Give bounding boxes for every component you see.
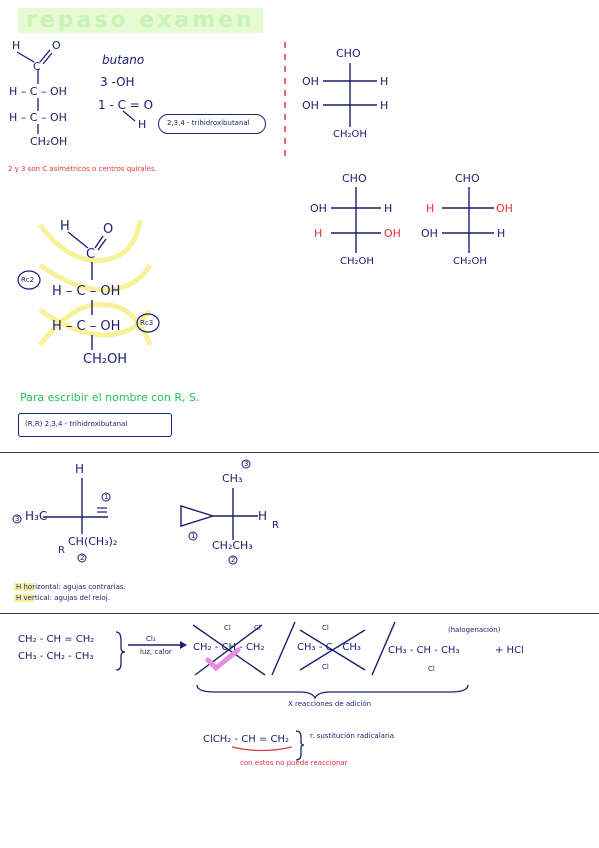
product-crossed-1: CH₂ - CH - CH₂ [193,642,265,653]
fischer2-bottom: CH₂OH [340,256,374,267]
fischer3-r2: H [497,227,506,240]
mid-h: H [60,219,70,234]
name-line-3oh: 3 -OH [100,75,135,89]
mid-o: O [103,222,114,237]
name-box: (R,R) 2,3,4 - trihidroxibutanal [18,413,172,437]
stereo-left-bottom: CH(CH₃)₂ [68,535,118,548]
stereo-right-n3: 3 [244,460,249,468]
stereo-right-bottom: CH₂CH₃ [212,539,253,552]
red-note: con estos no puede reaccionar [240,759,348,767]
page-title: repaso examen [18,8,263,33]
p2-cl1: Cl [322,624,329,632]
reactant-1: CH₂ - CH = CH₂ [18,634,95,645]
p3-note: (halogenación) [448,626,501,634]
fischer1-r2: H [380,99,389,112]
fischer3-l1: H [426,202,435,215]
name-line-butano: butano [102,53,145,67]
fischer3-l2: OH [421,227,438,240]
stereo-right-n1: 1 [191,532,196,540]
butanal-row3: H – C – OH [9,111,67,124]
stereo-left-n3: 3 [15,515,20,523]
fischer2-r1: H [384,202,393,215]
mid-bottom: CH₂OH [83,352,128,367]
product-crossed-2: CH₃ - C - CH₃ [297,642,361,653]
butanal-row2: H – C – OH [9,85,67,98]
reagent: Cl₂ [146,635,156,643]
p1-cl2: Cl [254,624,261,632]
name-pill-text: 2,3,4 - trihidroxibutanal [167,119,250,127]
chiral-note: 2 y 3 son C asimétricos o centros quiral… [8,165,157,173]
stereo-right-right: H [258,509,268,523]
p3-cl: Cl [428,665,435,673]
butanal-h: H [12,39,21,52]
p1-cl1: Cl [224,624,231,632]
stereo-left-r: R [58,545,65,556]
butanal-c1: C [33,60,41,73]
fischer2-l2: H [314,227,323,240]
fischer3-top: CHO [455,172,480,185]
product-note: r. sustitución radicalaria [310,732,395,740]
fischer2-l1: OH [310,202,327,215]
conditions: luz, calor [140,648,172,656]
green-note: Para escribir el nombre con R, S. [20,391,200,404]
mid-c1: C [86,247,96,262]
butanal-bottom: CH₂OH [30,135,68,148]
fischer2-top: CHO [342,172,367,185]
stereo-right-top: CH₃ [222,472,243,485]
divider-2 [0,613,599,614]
stereo-left-n1: 1 [104,493,109,501]
fischer1-top: CHO [336,47,361,60]
name-line-h: H [138,118,147,131]
fischer1-bottom: CH₂OH [333,129,367,140]
fischer1-r1: H [380,75,389,88]
fischer3-r1: OH [496,202,513,215]
main-product: ClCH₂ - CH = CH₂ [203,734,289,745]
mid-row3: H – C – OH [52,319,121,334]
fischer2-r2: OH [384,227,401,240]
rc2-label: Rc2 [21,276,35,284]
fischer1-l1: OH [302,75,319,88]
stereo-right-n2: 2 [231,556,236,564]
name-box-text: (R,R) 2,3,4 - trihidroxibutanal [25,420,128,428]
mid-row2: H – C – OH [52,284,121,299]
reactant-2: CH₃ - CH₂ - CH₃ [18,651,94,662]
stereo-note-vertical: H vertical: agujas del reloj. [16,594,110,602]
fischer3-bottom: CH₂OH [453,256,487,267]
hcl: + HCl [495,645,524,656]
name-pill: 2,3,4 - trihidroxibutanal [158,114,266,134]
divider-1 [0,452,599,453]
product-halogenation: CH₃ - CH - CH₃ [388,645,460,656]
stereo-left-top: H [75,462,85,476]
stereo-right-r: R [272,520,279,531]
name-line-1co: 1 - C = O [98,98,154,112]
stereo-left-n2: 2 [80,554,85,562]
addition-note: X reacciones de adición [288,700,372,708]
stereo-left-left: H₃C [25,509,48,523]
rc3-label: Rc3 [140,319,154,327]
butanal-o: O [52,39,61,52]
p2-cl2: Cl [322,663,329,671]
fischer1-l2: OH [302,99,319,112]
stereo-note-horizontal: H horizontal: agujas contrarias. [16,583,126,591]
